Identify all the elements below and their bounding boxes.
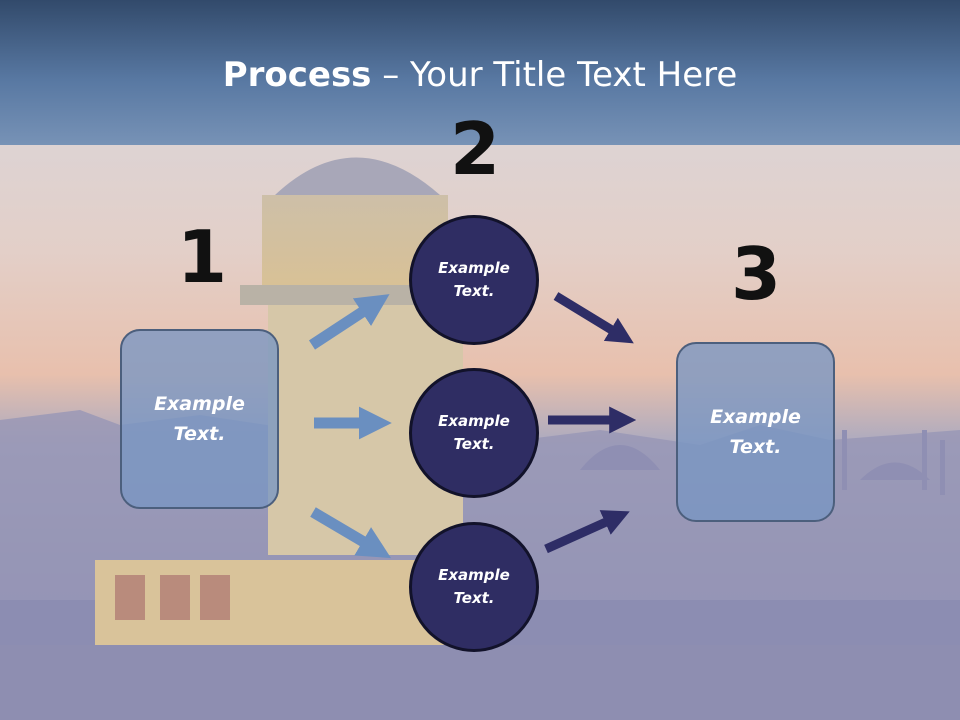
arrow-bottom-to-right (544, 510, 630, 554)
right-box-line2: Text. (729, 436, 782, 458)
slide-title: Process – Your Title Text Here (0, 52, 960, 98)
title-bar (0, 0, 960, 145)
left-box-line1: Example (154, 393, 245, 415)
arrow-left-to-bottom (310, 507, 392, 559)
circle-bottom-line1: Example (438, 566, 510, 584)
left-text-box[interactable]: Example Text. (120, 329, 279, 509)
title-bold: Process (222, 55, 372, 95)
left-box-line2: Text. (173, 423, 226, 445)
circle-bottom[interactable]: Example Text. (409, 522, 539, 652)
step-number-2: 2 (450, 107, 501, 191)
title-rest: – Your Title Text Here (371, 55, 738, 95)
circle-top-line1: Example (438, 259, 510, 277)
circle-top-line2: Text. (453, 282, 495, 300)
circle-bottom-line2: Text. (453, 589, 495, 607)
right-box-line1: Example (710, 406, 801, 428)
circle-middle[interactable]: Example Text. (409, 368, 539, 498)
arrow-left-to-top (308, 294, 390, 350)
circle-middle-line1: Example (438, 412, 510, 430)
arrow-top-to-right (553, 292, 634, 344)
right-text-box[interactable]: Example Text. (676, 342, 835, 522)
step-number-3: 3 (731, 232, 782, 316)
circle-middle-line2: Text. (453, 435, 495, 453)
circle-top[interactable]: Example Text. (409, 215, 539, 345)
step-number-1: 1 (177, 215, 228, 299)
